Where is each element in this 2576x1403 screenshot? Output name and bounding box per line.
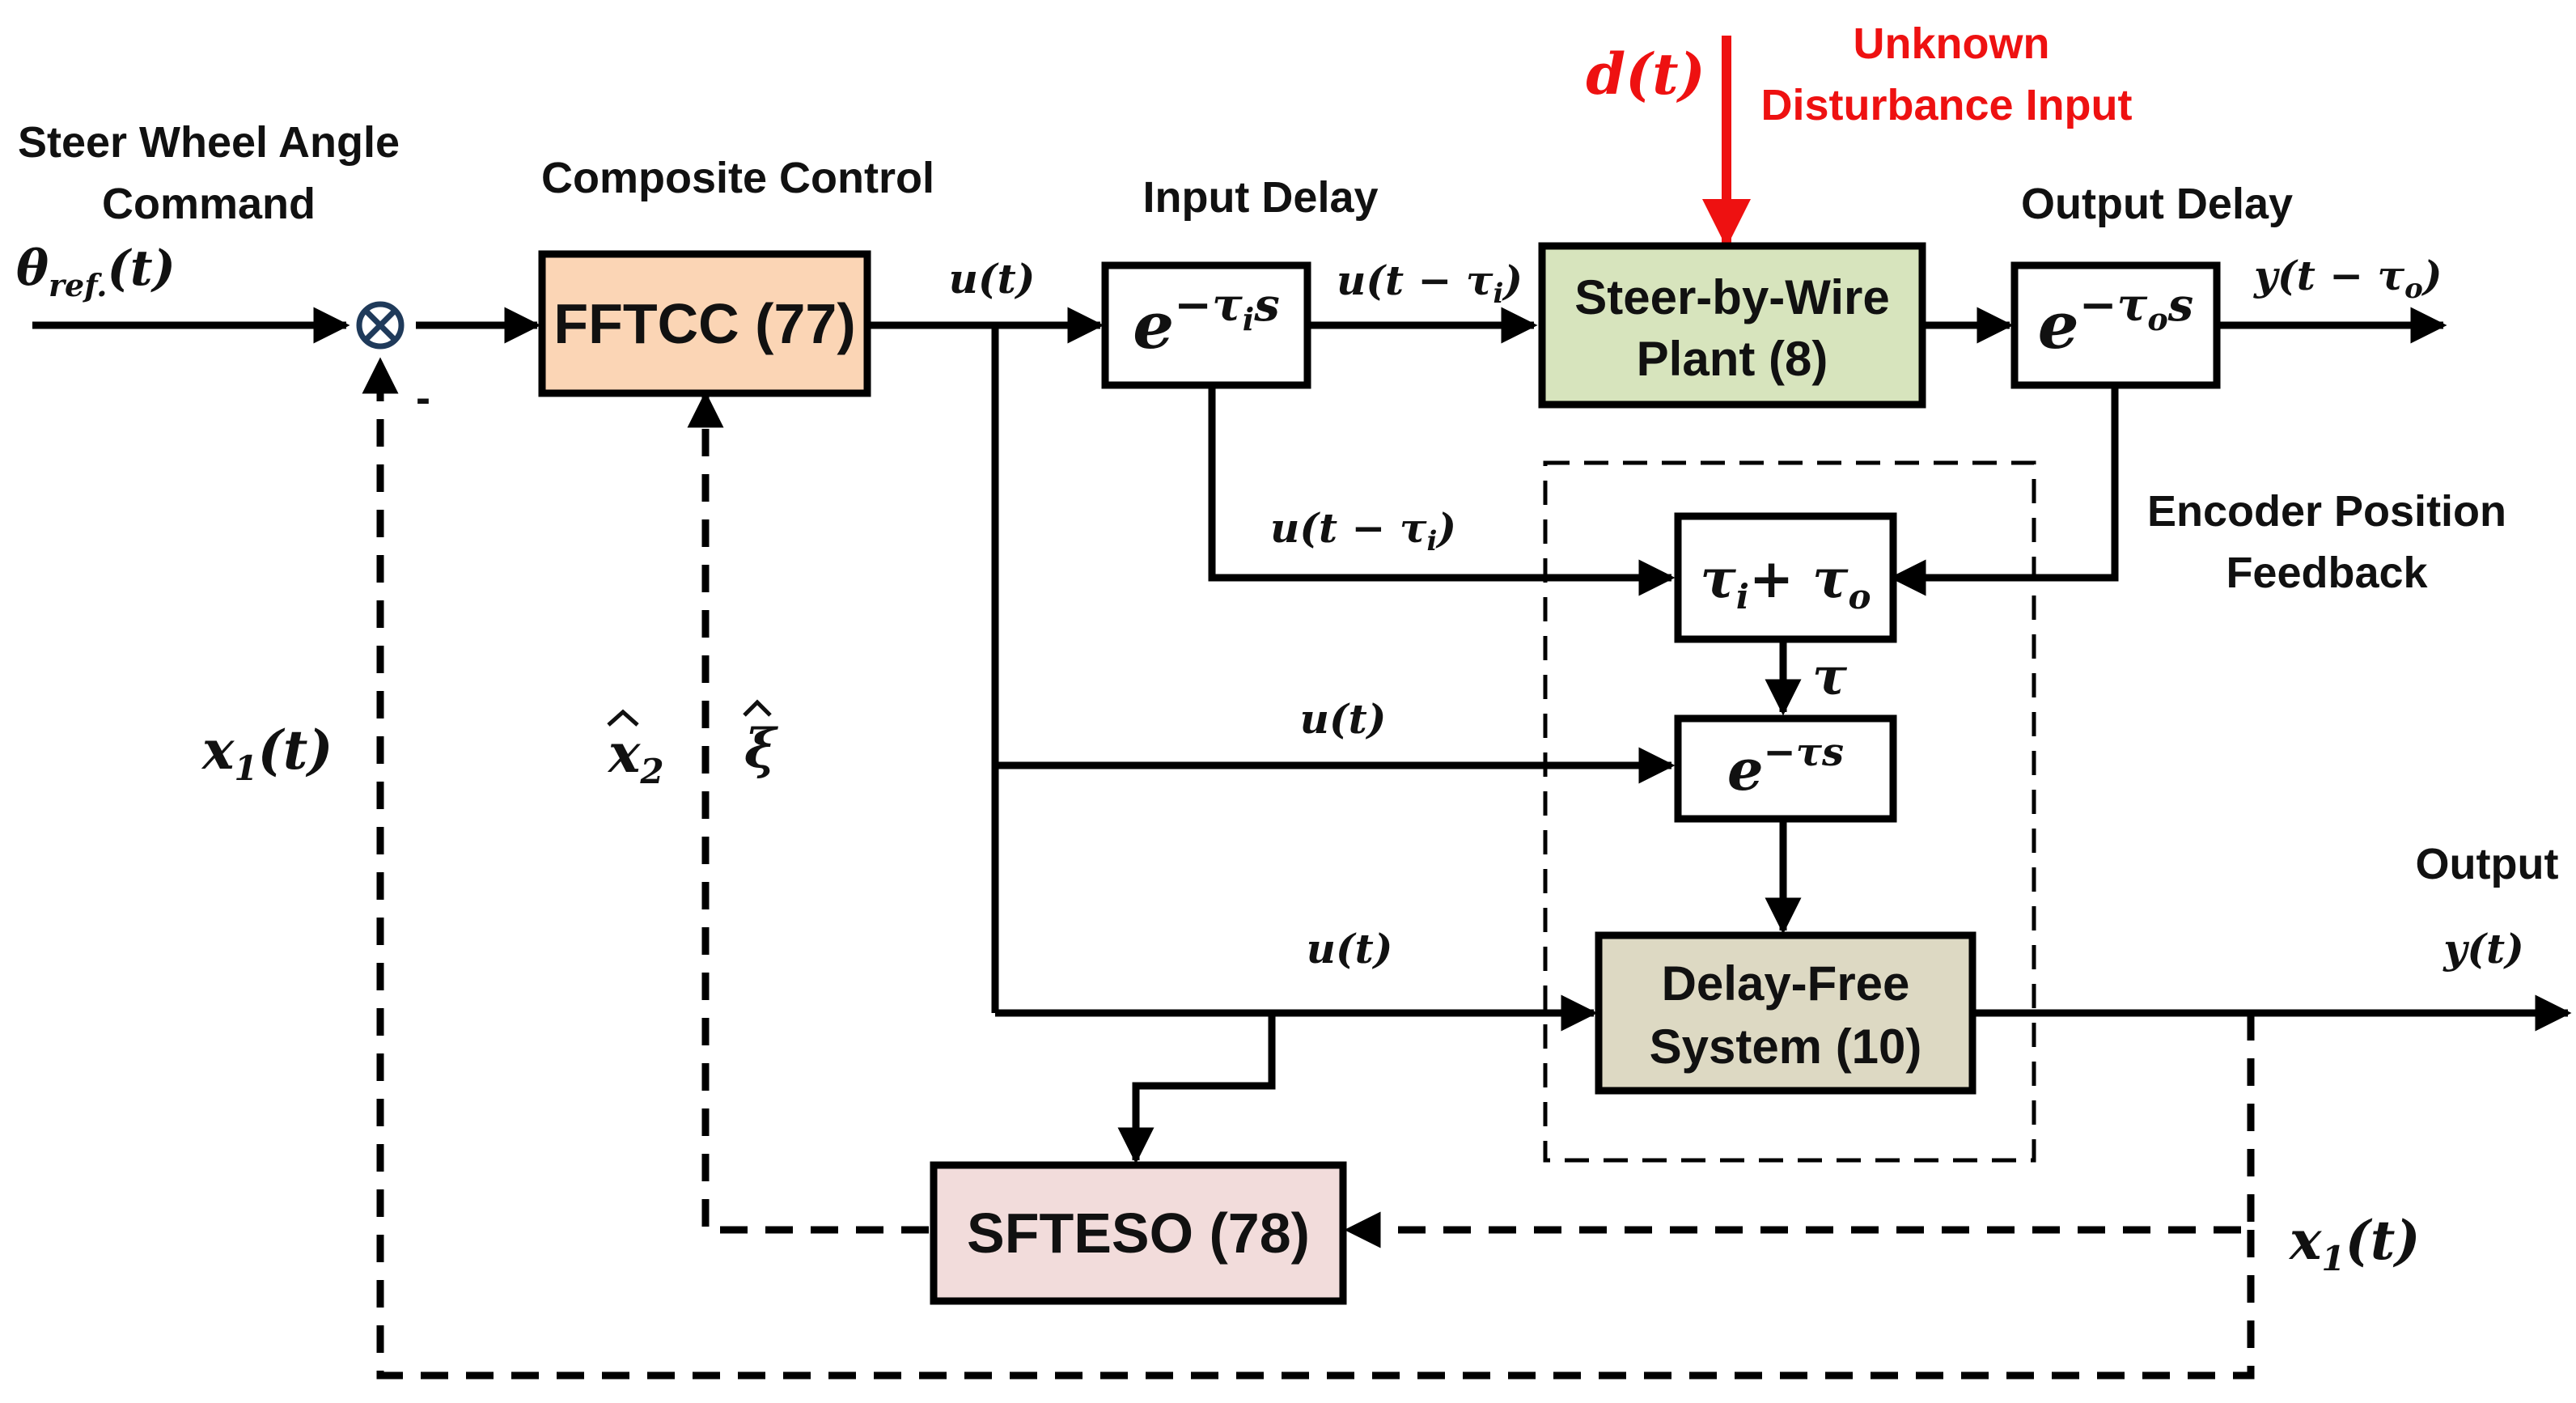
delay-free-block: Delay-Free System (10) (1595, 931, 1976, 1095)
sfteso-block: SFTESO (78) (930, 1161, 1347, 1305)
encoder-feedback-label-line1: Encoder Position (2147, 487, 2506, 536)
fftcc-block: FFTCC (77) (538, 250, 871, 397)
svg-text:e−τs: e−τs (1727, 730, 1844, 803)
svg-text:SFTESO (78): SFTESO (78) (967, 1202, 1310, 1265)
connections (32, 36, 2572, 1380)
svg-text:Delay-Free: Delay-Free (1662, 956, 1910, 1011)
y-delayed-label: y(t − τo) (2253, 252, 2443, 305)
sum-tau-block: τi+ τo (1674, 512, 1897, 643)
output-delay-block: e−τos (2010, 261, 2221, 389)
svg-text:Plant (8): Plant (8) (1637, 332, 1828, 386)
input-delay-to-sum-tau-arrow (1208, 385, 1676, 596)
minus-sign: - (416, 374, 430, 422)
u-delayed-mid-label: u(t − τi) (1270, 504, 1456, 557)
svg-text:e−τis: e−τis (1133, 278, 1279, 363)
svg-text:System (10): System (10) (1650, 1019, 1922, 1074)
u-to-sfteso-arrow (1117, 1013, 1276, 1164)
steer-command-label-line1: Steer Wheel Angle (18, 118, 400, 167)
x1-right-label: x1(t) (2288, 1209, 2421, 1278)
svg-text:ξ: ξ (744, 717, 778, 780)
svg-text:x2: x2 (607, 722, 664, 791)
svg-text:FFTCC (77): FFTCC (77) (553, 292, 855, 355)
tau-signal-label: τ (1812, 646, 1848, 707)
disturbance-symbol: d(t) (1586, 40, 1705, 108)
output-delay-to-sum-tau-arrow (1889, 385, 2119, 596)
svg-text:e−τos: e−τos (2038, 278, 2193, 363)
predictor-delay-block: e−τs (1674, 714, 1897, 823)
svg-text:τi+ τo: τi+ τo (1700, 547, 1871, 617)
y-t-label: y(t) (2443, 925, 2523, 973)
u-t-mid-label: u(t) (1300, 695, 1387, 743)
u-delayed-top-label: u(t − τi) (1337, 256, 1523, 310)
theta-ref-label: θref.(t) (16, 240, 176, 303)
plant-block: Steer-by-Wire Plant (8) (1538, 242, 1926, 409)
input-delay-block: e−τis (1101, 261, 1311, 389)
x1-feedback-to-sfteso-arrow (1344, 1013, 2255, 1248)
disturbance-label-line1: Unknown (1854, 19, 2050, 68)
output-title-label: Output (2416, 840, 2559, 888)
xi-hat-label: ξ (743, 699, 778, 780)
u-t-low-label: u(t) (1307, 925, 1393, 973)
svg-text:Steer-by-Wire: Steer-by-Wire (1574, 270, 1890, 324)
x2-hat-label: x2 (607, 709, 664, 791)
predictor-boundary (1543, 460, 2036, 1163)
x1-left-label: x1(t) (201, 718, 333, 788)
steer-command-label-line2: Command (102, 180, 316, 228)
encoder-feedback-label-line2: Feedback (2226, 549, 2428, 597)
u-t-top-label: u(t) (949, 255, 1036, 303)
input-delay-label: Input Delay (1142, 173, 1378, 222)
composite-control-label: Composite Control (541, 154, 934, 202)
output-delay-label: Output Delay (2021, 180, 2293, 228)
summing-junction (356, 301, 405, 350)
disturbance-label-line2: Disturbance Input (1760, 81, 2132, 129)
x2-xi-feedback-to-fftcc-arrow (687, 391, 929, 1234)
x1-feedback-to-sum-arrow (362, 357, 2255, 1380)
